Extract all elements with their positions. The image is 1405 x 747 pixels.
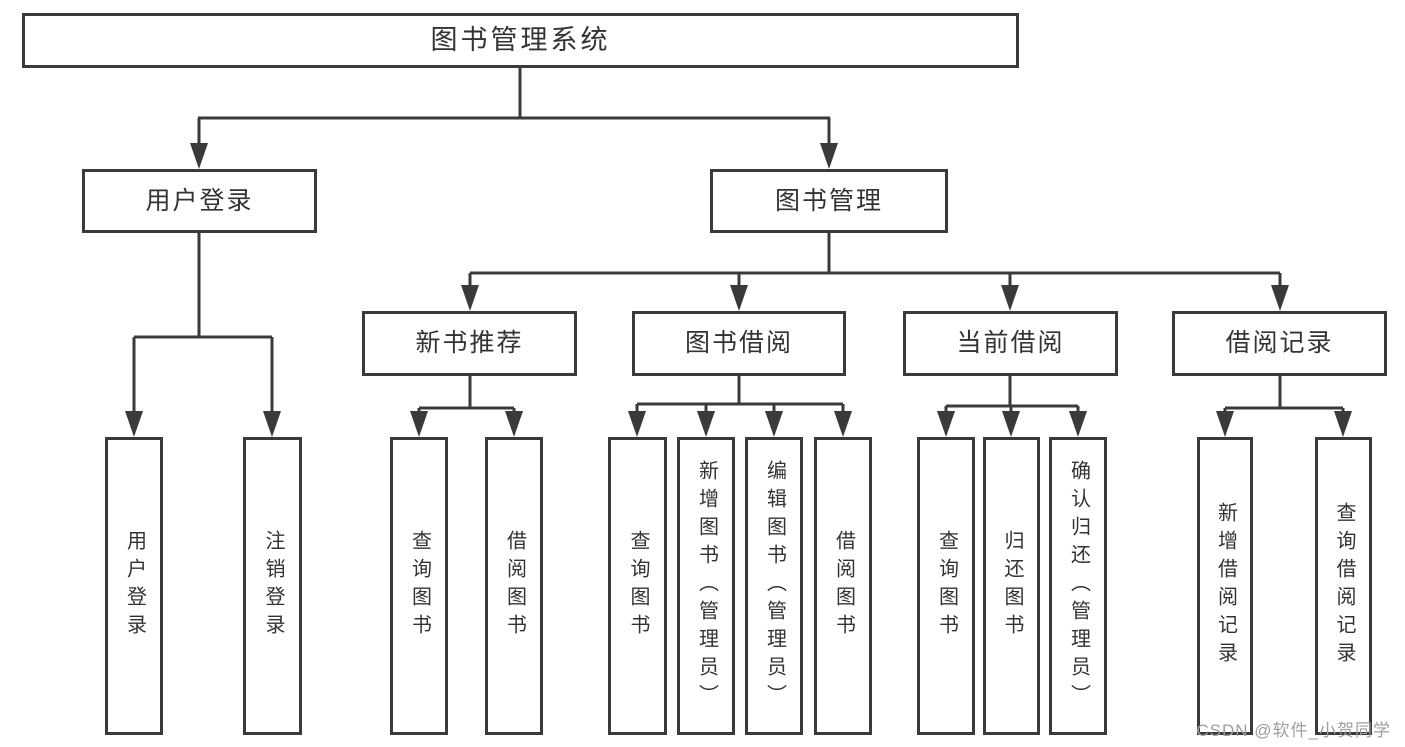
leaf-query-books: 查询图书 [390,437,448,735]
csdn-watermark: CSDN @软件_小贺同学 [1196,721,1391,740]
connector-borrow-records-to-leaves [1223,376,1345,417]
arrowheads-current-borrow-to-leaves [937,411,1087,437]
connector-current-borrow-to-leaves [944,376,1080,417]
node-library-management-system: 图书管理系统 [22,13,1019,68]
leaf-query-borrow-record: 查询借阅记录 [1315,437,1372,735]
arrowheads-root-to-level2 [190,143,838,169]
connector-book-management-to-level3 [468,233,1282,291]
leaf-add-borrow-record: 新增借阅记录 [1197,437,1253,735]
node-book-management: 图书管理 [710,169,948,233]
leaf-borrow-books: 借阅图书 [485,437,543,735]
leaf-edit-book-admin: 编辑图书（管理员） [745,437,803,735]
leaf-logout: 注销登录 [243,437,302,735]
node-new-book-recommend: 新书推荐 [362,311,577,376]
leaf-add-book-admin: 新增图书（管理员） [677,437,735,735]
leaf-confirm-return-admin: 确认归还（管理员） [1049,437,1107,735]
connector-new-book-to-leaves [417,376,516,417]
connector-root-to-level2 [197,68,831,151]
connector-book-borrow-to-leaves [635,376,845,417]
arrowheads-borrow-records-to-leaves [1216,411,1352,437]
arrowheads-user-login-to-leaves [125,411,281,437]
node-borrow-records: 借阅记录 [1172,311,1387,376]
leaf-user-login: 用户登录 [105,437,163,735]
leaf-borrow-books-2: 借阅图书 [814,437,872,735]
leaf-return-books: 归还图书 [983,437,1040,735]
connector-user-login-to-leaves [132,233,274,417]
node-user-login: 用户登录 [82,169,317,233]
leaf-query-books-3: 查询图书 [917,437,975,735]
arrowheads-book-management-to-level3 [461,285,1289,311]
arrowheads-new-book-to-leaves [410,411,523,437]
node-current-borrow: 当前借阅 [903,311,1118,376]
node-book-borrow: 图书借阅 [632,311,846,376]
arrowheads-book-borrow-to-leaves [628,411,852,437]
leaf-query-books-2: 查询图书 [608,437,667,735]
